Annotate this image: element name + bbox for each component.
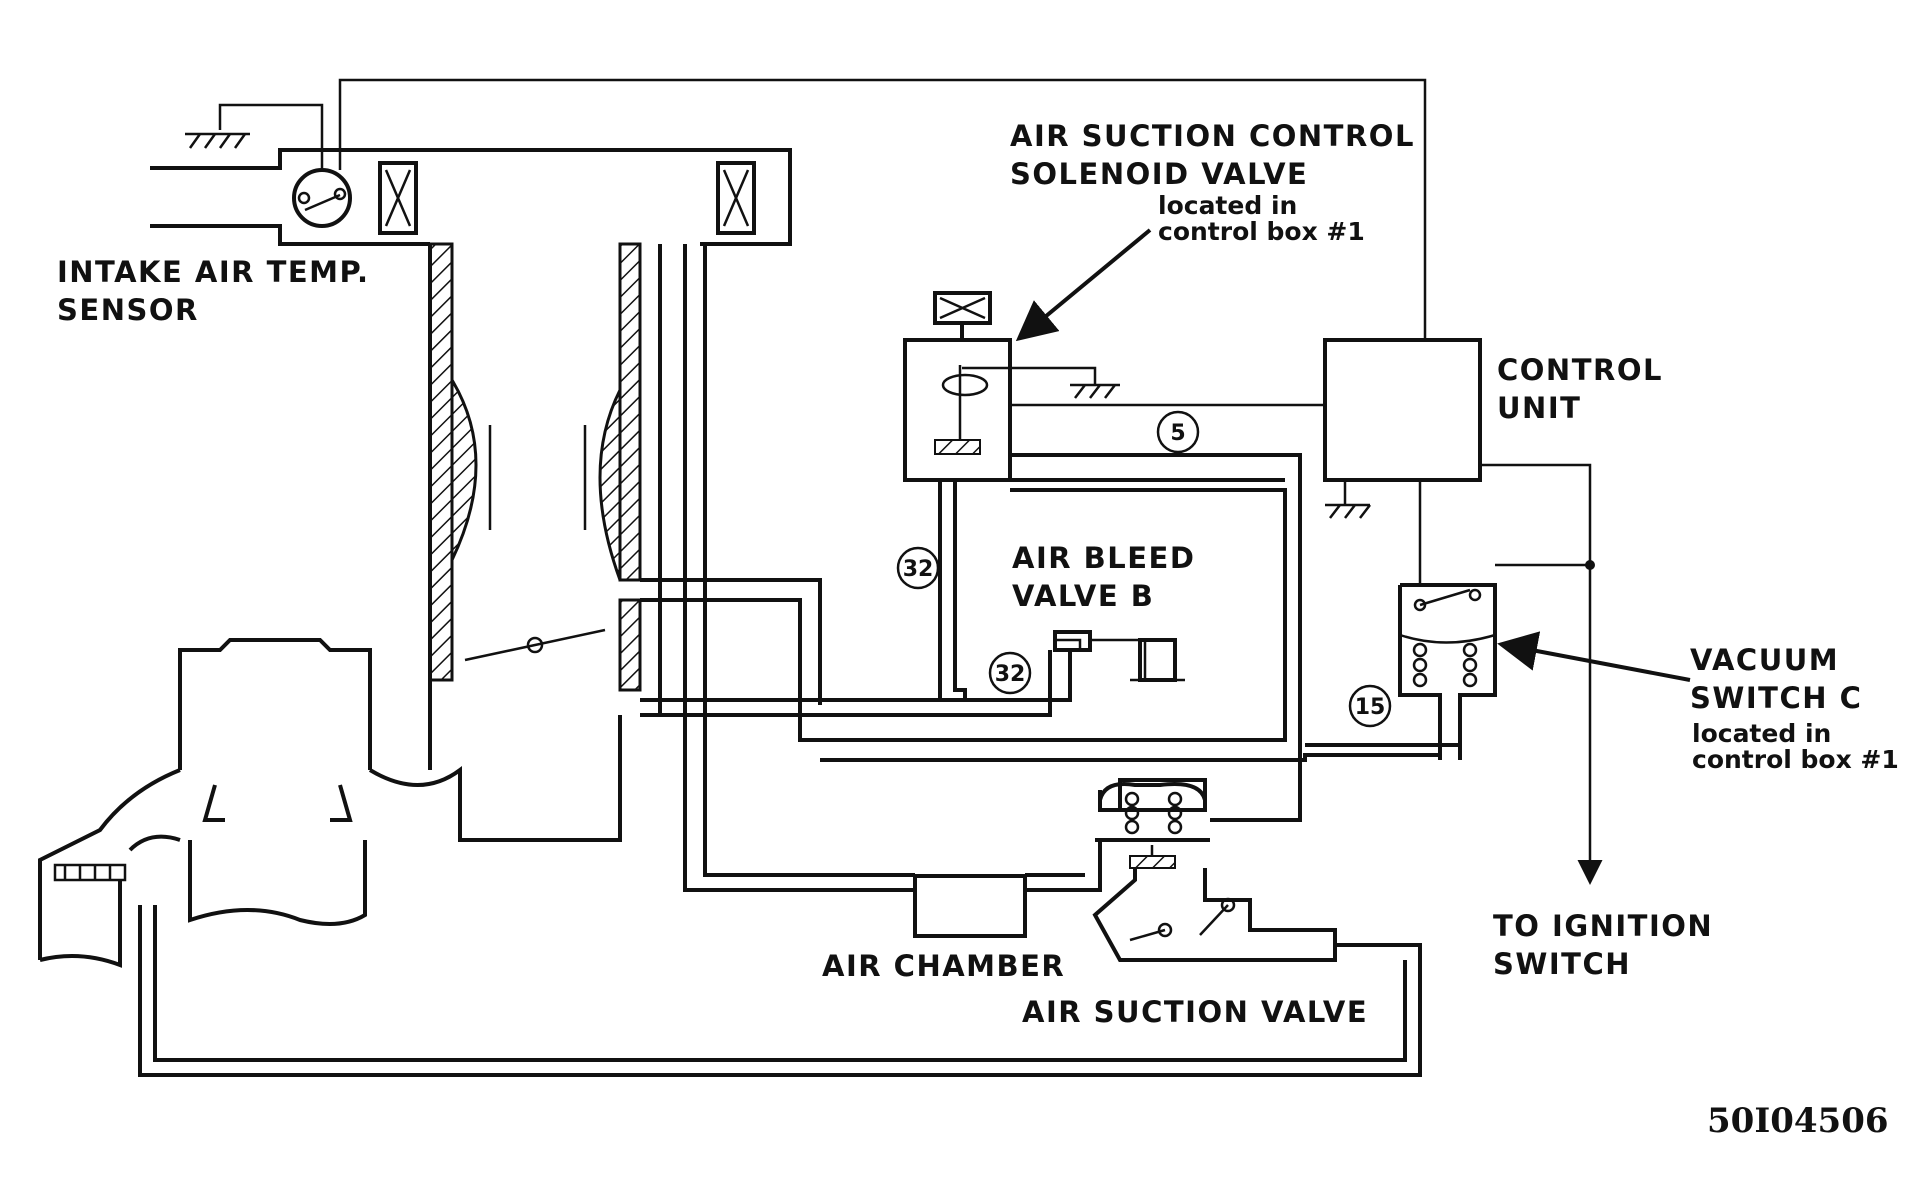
air-bleed-valve-b: [1053, 630, 1185, 682]
control-unit: [1010, 338, 1603, 885]
svg-text:AIR BLEED: AIR BLEED: [1012, 541, 1195, 575]
label-air-chamber: AIR CHAMBER: [822, 949, 1065, 983]
svg-text:SWITCH C: SWITCH C: [1690, 681, 1862, 715]
label-control-unit: CONTROL UNIT: [1497, 353, 1663, 425]
engine-block: [38, 638, 622, 968]
label-air-suction-valve: AIR SUCTION VALVE: [1022, 995, 1368, 1029]
label-vacuum-switch-c: VACUUM SWITCH C: [1690, 643, 1862, 715]
label-to-ignition-switch: TO IGNITION SWITCH: [1493, 909, 1713, 981]
svg-text:located in: located in: [1692, 719, 1831, 748]
label-air-bleed-valve-b: AIR BLEED VALVE B: [1012, 541, 1195, 613]
filter-element-right: [716, 161, 756, 235]
svg-text:TO IGNITION: TO IGNITION: [1493, 909, 1713, 943]
svg-text:SENSOR: SENSOR: [57, 293, 199, 327]
svg-text:SOLENOID VALVE: SOLENOID VALVE: [1010, 157, 1308, 191]
air-chamber: [913, 874, 1027, 938]
svg-text:15: 15: [1355, 695, 1386, 720]
svg-text:5: 5: [1170, 421, 1185, 446]
svg-text:located in: located in: [1158, 191, 1297, 220]
svg-text:control box #1: control box #1: [1158, 217, 1365, 246]
hose-lines: [138, 244, 1460, 1077]
svg-text:INTAKE AIR TEMP.: INTAKE AIR TEMP.: [57, 255, 369, 289]
svg-text:SWITCH: SWITCH: [1493, 947, 1631, 981]
svg-text:VALVE B: VALVE B: [1012, 579, 1154, 613]
air-suction-control-solenoid-valve: [903, 291, 1120, 482]
filter-element-left: [378, 161, 418, 235]
svg-text:control box #1: control box #1: [1692, 745, 1899, 774]
vacuum-switch-c: [1398, 563, 1590, 760]
label-solenoid-valve: AIR SUCTION CONTROL SOLENOID VALVE: [1010, 119, 1415, 191]
svg-text:32: 32: [903, 557, 934, 582]
figure-id: 50I04506: [1707, 1101, 1889, 1141]
intake-air-temp-sensor-symbol: [185, 78, 1427, 340]
svg-text:CONTROL: CONTROL: [1497, 353, 1663, 387]
callout-32-upper: 32: [896, 546, 940, 590]
leader-arrows: [1015, 228, 1691, 682]
callout-32-lower: 32: [988, 651, 1032, 695]
svg-text:VACUUM: VACUUM: [1690, 643, 1839, 677]
svg-text:UNIT: UNIT: [1497, 391, 1581, 425]
svg-text:AIR SUCTION CONTROL: AIR SUCTION CONTROL: [1010, 119, 1415, 153]
label-solenoid-location: located in control box #1: [1158, 191, 1365, 246]
callout-15: 15: [1348, 684, 1392, 728]
carburetor-body: [428, 242, 642, 692]
air-suction-valve: [1092, 778, 1337, 962]
svg-text:32: 32: [995, 662, 1026, 687]
callout-5: 5: [1156, 410, 1200, 454]
label-vacuum-switch-location: located in control box #1: [1692, 719, 1899, 774]
label-intake-air-temp-sensor: INTAKE AIR TEMP. SENSOR: [57, 255, 369, 327]
